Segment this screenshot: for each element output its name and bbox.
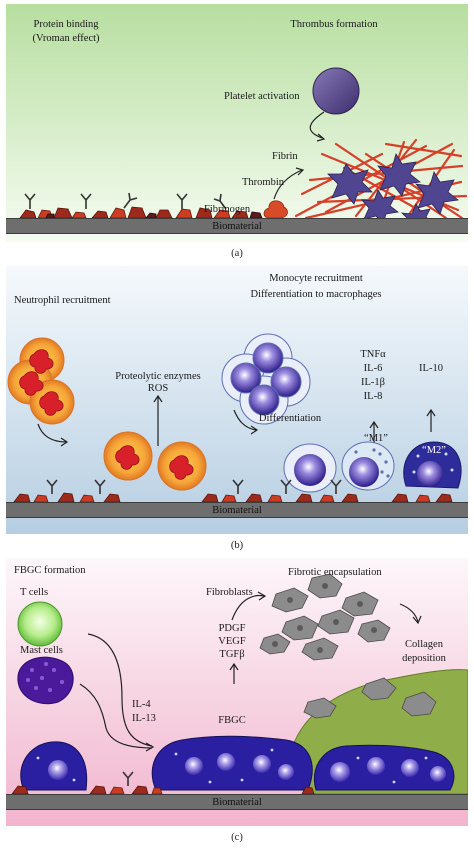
monocyte-cells [221, 333, 311, 425]
vroman-effect-label: (Vroman effect) [32, 33, 100, 44]
caption-a: (a) [231, 248, 243, 259]
il10-arrow [426, 408, 436, 432]
biomaterial-bar-c: Biomaterial [6, 794, 468, 810]
il1b-label: IL-1β [361, 377, 385, 388]
monocyte-arrow [233, 409, 257, 431]
m1-label: “M1” [364, 433, 388, 444]
thrombus-formation-label: Thrombus formation [290, 19, 378, 30]
tgfb-label: TGFβ [219, 649, 245, 660]
il8-label: IL-8 [363, 391, 383, 402]
panel-a: Protein binding (Vroman effect) Thrombus… [6, 4, 468, 242]
fbgc-label: FBGC [218, 715, 246, 726]
pdgf-label: PDGF [218, 623, 246, 634]
adsorbed-proteins-c [11, 771, 315, 795]
caption-c: (c) [231, 832, 243, 843]
il4-label: IL-4 [132, 699, 151, 710]
collagen-arrow [399, 603, 419, 623]
thrombin-arrow [273, 169, 303, 200]
panel-b: Neutrophil recruitment Monocyte recruitm… [6, 266, 468, 534]
protein-binding-label: Protein binding [33, 19, 99, 30]
fibrin-label: Fibrin [272, 151, 298, 162]
fbgc-formation-label: FBGC formation [14, 565, 86, 576]
fibrotic-encapsulation-label: Fibrotic encapsulation [288, 567, 382, 578]
vegf-label: VEGF [218, 636, 246, 647]
platelet-activation-label: Platelet activation [224, 91, 300, 102]
tcell-arrow [87, 633, 153, 747]
panel-a-artwork [6, 4, 468, 242]
deposition-label: deposition [402, 653, 446, 664]
platelet-arrow [309, 111, 325, 139]
thrombin-label: Thrombin [242, 177, 284, 188]
neutrophil-recruitment-label: Neutrophil recruitment [14, 295, 111, 306]
fbgc-cells [20, 735, 455, 791]
proteolytic-enzymes-label: Proteolytic enzymes [115, 371, 201, 382]
caption-b: (b) [230, 540, 244, 551]
fibroblast-arrow [231, 594, 265, 621]
adsorbed-proteins [19, 192, 263, 219]
il13-label: IL-13 [132, 713, 156, 724]
tnf-alpha-label: TNFα [360, 349, 386, 360]
il6-label: IL-6 [363, 363, 383, 374]
fibroblasts-label: Fibroblasts [206, 587, 253, 598]
ros-label: ROS [147, 383, 169, 394]
t-cells-label: T cells [20, 587, 49, 598]
fibrinogen-label: Fibrinogen [204, 204, 251, 215]
panel-c-artwork [6, 558, 468, 826]
t-cell [17, 601, 63, 647]
mast-cells-label: Mast cells [20, 645, 63, 656]
fibrinogen-protein [263, 200, 288, 219]
il10-label: IL-10 [419, 363, 443, 374]
monocyte-recruitment-label: Monocyte recruitment [269, 273, 363, 284]
macrophage-cells [283, 441, 462, 493]
mastcell-arrow [79, 683, 153, 749]
biomaterial-bar-a: Biomaterial [6, 218, 468, 234]
neutrophil-arrow [37, 423, 67, 443]
differentiation-label: Differentiation [258, 413, 322, 424]
panel-c: FBGC formation T cells Mast cells IL-4 I… [6, 558, 468, 826]
platelet-cell [312, 67, 360, 115]
mast-cell-granules [26, 662, 64, 692]
collagen-label: Collagen [405, 639, 443, 650]
differentiation-macrophages-label: Differentiation to macrophages [250, 289, 382, 300]
m2-label: “M2” [422, 445, 446, 456]
neutrophil-cells [7, 337, 207, 491]
ros-arrow [153, 394, 163, 446]
activated-platelets [327, 153, 459, 233]
adsorbed-proteins-b [13, 479, 453, 503]
panel-b-artwork [6, 266, 468, 534]
biomaterial-bar-b: Biomaterial [6, 502, 468, 518]
m1-arrow [369, 420, 379, 444]
fbgc-arrow [229, 662, 239, 684]
